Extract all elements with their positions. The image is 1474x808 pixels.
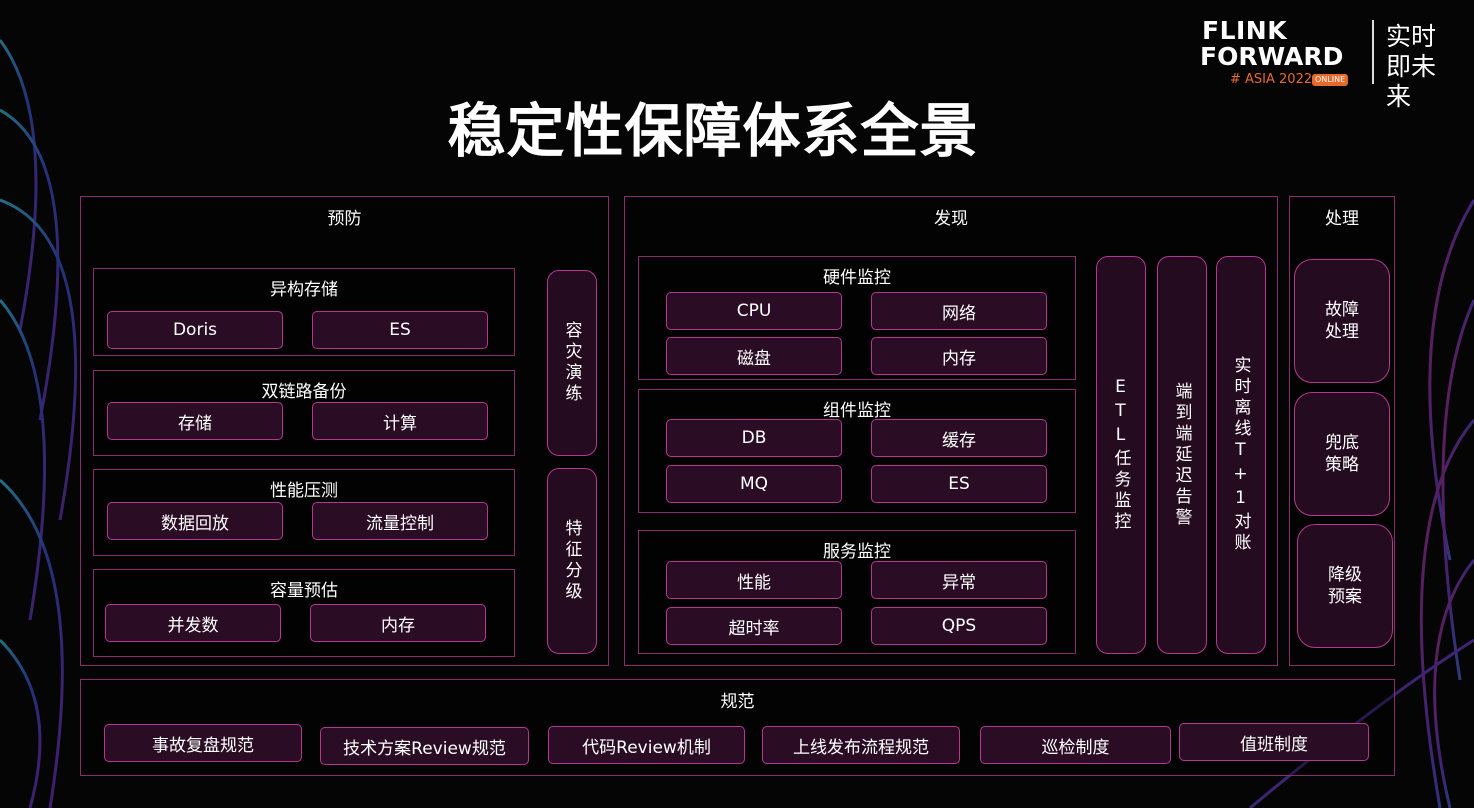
prevention-title: 预防: [327, 209, 362, 229]
hpill-label: 降级预案: [1328, 565, 1362, 607]
vpill-disaster-drill: 容灾演练: [547, 270, 597, 456]
vpill-label: ETL任务监控: [1110, 377, 1131, 533]
flink-forward-logo: FLINK FORWARD # ASIA 2022 ONLINE 实时即未来: [1200, 14, 1440, 112]
item-traffic-control: 流量控制: [312, 502, 488, 540]
std-release-process: 上线发布流程规范: [762, 726, 960, 764]
group-title: 异构存储: [270, 280, 338, 300]
hpill-fault-handling: 故障处理: [1294, 259, 1390, 383]
std-code-review: 代码Review机制: [548, 726, 745, 764]
hpill-fallback-strategy: 兜底策略: [1294, 392, 1390, 516]
item-doris: Doris: [107, 311, 283, 349]
handling-title: 处理: [1325, 209, 1359, 229]
hpill-label: 兜底策略: [1325, 433, 1359, 475]
logo-slogan: 实时即未来: [1386, 22, 1437, 111]
hpill-degradation-plan: 降级预案: [1297, 524, 1393, 648]
item-memory: 内存: [310, 604, 486, 642]
logo-forward-text: FORWARD: [1200, 42, 1344, 71]
hpill-label: 故障处理: [1325, 300, 1359, 342]
page-title: 稳定性保障体系全景: [447, 97, 979, 165]
item-db: DB: [666, 419, 842, 457]
item-cache: 缓存: [871, 419, 1047, 457]
std-inspection: 巡检制度: [980, 726, 1171, 764]
logo-online-badge: ONLINE: [1312, 74, 1349, 86]
logo-divider: [1372, 20, 1374, 84]
group-title: 硬件监控: [823, 268, 891, 288]
item-es: ES: [312, 311, 488, 349]
standards-title: 规范: [720, 692, 755, 712]
logo-flink-text: FLINK: [1202, 16, 1288, 45]
item-data-replay: 数据回放: [107, 502, 283, 540]
item-compute: 计算: [312, 402, 488, 440]
std-on-call: 值班制度: [1179, 723, 1369, 761]
group-title: 容量预估: [270, 581, 338, 601]
item-disk: 磁盘: [666, 337, 842, 375]
discovery-title: 发现: [934, 209, 968, 229]
item-mq: MQ: [666, 465, 842, 503]
item-es: ES: [871, 465, 1047, 503]
item-performance: 性能: [666, 561, 842, 599]
std-tech-design-review: 技术方案Review规范: [320, 727, 529, 765]
item-exception: 异常: [871, 561, 1047, 599]
group-title: 性能压测: [270, 481, 338, 501]
group-title: 双链路备份: [261, 382, 347, 402]
vpill-label: 容灾演练: [561, 321, 582, 405]
vpill-label: 实时离线T+1对账: [1230, 356, 1251, 554]
vpill-feature-grading: 特征分级: [547, 468, 597, 654]
item-qps: QPS: [871, 607, 1047, 645]
vpill-realtime-offline-reconcile: 实时离线T+1对账: [1216, 256, 1266, 654]
item-concurrency: 并发数: [105, 604, 281, 642]
item-timeout-rate: 超时率: [666, 607, 842, 645]
vpill-label: 端到端延迟告警: [1171, 381, 1192, 529]
group-title: 组件监控: [823, 401, 891, 421]
std-incident-review: 事故复盘规范: [104, 724, 302, 762]
vpill-e2e-latency-alert: 端到端延迟告警: [1157, 256, 1207, 654]
item-cpu: CPU: [666, 292, 842, 330]
vpill-label: 特征分级: [561, 519, 582, 603]
vpill-etl-monitor: ETL任务监控: [1096, 256, 1146, 654]
item-storage: 存储: [107, 402, 283, 440]
logo-event-text: # ASIA 2022: [1230, 72, 1313, 87]
group-title: 服务监控: [823, 542, 891, 562]
item-network: 网络: [871, 292, 1047, 330]
item-memory: 内存: [871, 337, 1047, 375]
